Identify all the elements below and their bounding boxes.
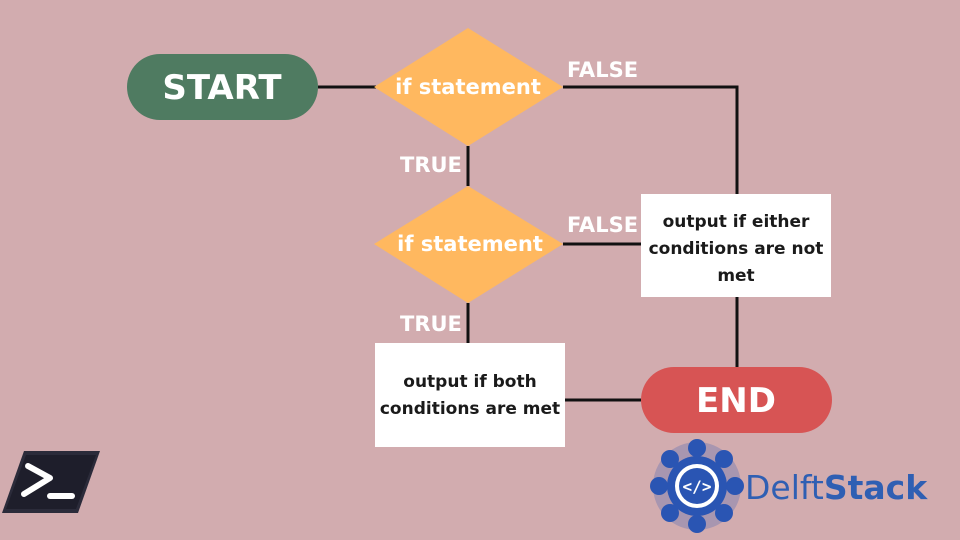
start-label: START (162, 68, 282, 108)
end-node: END (641, 367, 832, 433)
decision1-shape (374, 28, 563, 146)
decision2-false-label: FALSE (567, 213, 638, 237)
output-met-line: conditions are met (380, 399, 560, 419)
output-met-box: output if both conditions are met (375, 343, 565, 447)
edge-decision1-false (563, 85, 739, 194)
delftstack-logo-icon: </> (650, 439, 744, 533)
end-shape (641, 367, 832, 433)
output-not-met-box: output if either conditions are not met (641, 194, 831, 297)
start-node: START (127, 54, 318, 120)
decision1-true-label: TRUE (400, 153, 462, 177)
output-not-met-line: met (717, 266, 754, 286)
decision2-label: if statement (397, 232, 543, 256)
output-not-met-line: conditions are not (649, 239, 824, 259)
decision2-node: if statement (374, 186, 563, 303)
output-not-met-shape (641, 194, 831, 297)
end-label: END (696, 381, 776, 421)
decision1-false-label: FALSE (567, 58, 638, 82)
brand-wordmark: DelftStack (745, 468, 928, 507)
start-shape (127, 54, 318, 120)
output-met-shape (375, 343, 565, 447)
decision1-label: if statement (395, 75, 541, 99)
svg-text:</>: </> (683, 477, 712, 496)
decision2-true-label: TRUE (400, 312, 462, 336)
decision2-shape (374, 186, 563, 303)
powershell-icon (2, 451, 100, 513)
output-not-met-line: output if either (663, 212, 810, 232)
connectors (318, 85, 739, 402)
decision1-node: if statement (374, 28, 563, 146)
output-met-line: output if both (403, 372, 536, 392)
brand-delft: Delft (745, 468, 824, 507)
brand-stack: Stack (824, 468, 928, 507)
